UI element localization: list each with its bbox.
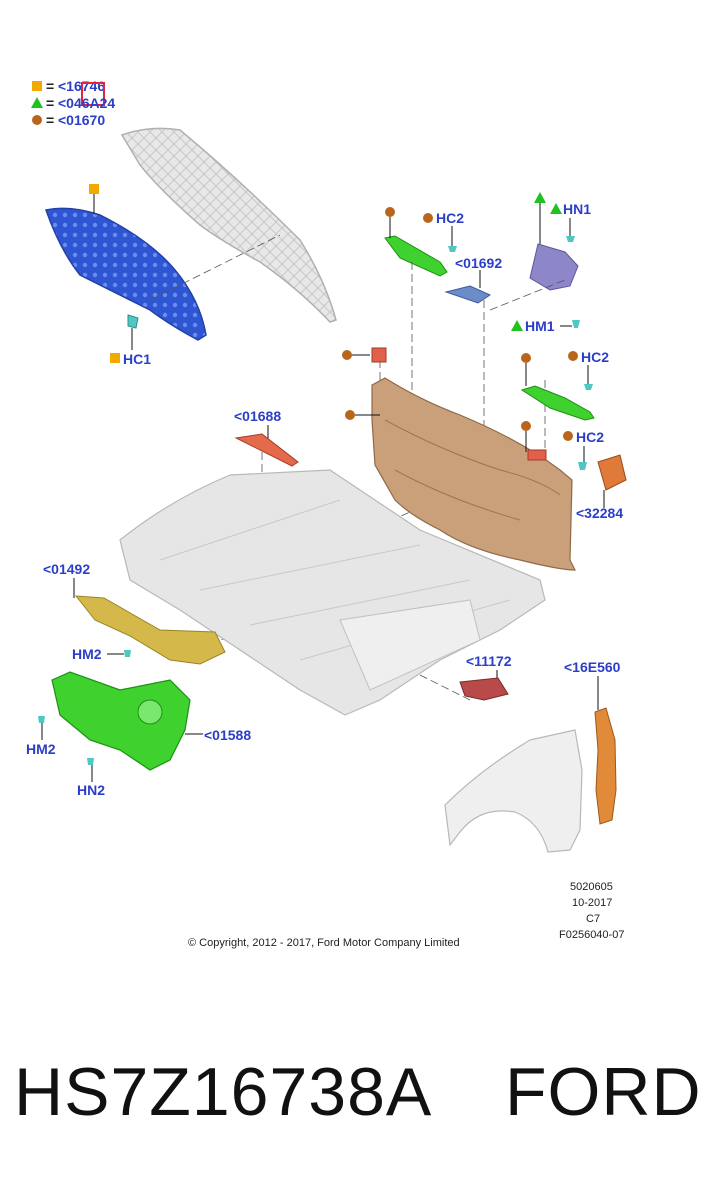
mid-green-bracket-part: HC2 [520,349,609,421]
triangle-marker-icon [31,97,43,108]
hood-insulator-part [45,184,281,341]
hood-part [120,127,337,323]
callout-01492: <01492 [43,561,90,577]
callout-hm2-b: HM2 [26,741,56,757]
callout-hn1: HN1 [563,201,591,217]
callout-hm2-a: HM2 [72,646,102,662]
fender-part [444,729,583,853]
triangle-marker-icon [511,320,523,331]
callout-hc2-mid: HC2 [581,349,609,365]
circle-marker-icon [423,213,433,223]
copyright-text: © Copyright, 2012 - 2017, Ford Motor Com… [188,937,460,949]
square-marker-icon [32,81,42,91]
circle-marker-icon [521,353,531,363]
square-marker-icon [110,353,120,363]
bracket-01692-part: <01692 [444,255,502,304]
meta-line-3: C7 [586,913,600,925]
seal-16e560: <16E560 [564,659,621,825]
upper-bracket-part: HC2 [384,207,464,277]
part-01492: <01492 [43,561,226,665]
callout-01688: <01688 [234,408,281,424]
brand-text: FORD [505,1054,702,1130]
circle-marker-icon [385,207,395,217]
circle-marker-icon [563,431,573,441]
callout-32284: <32284 [576,505,623,521]
circle-marker-icon [521,421,531,431]
callout-hc2-top: HC2 [436,210,464,226]
legend-label-triangle: <046A24 [58,95,115,111]
meta-line-1: 5020605 [570,881,613,893]
callout-hc2-low: HC2 [576,429,604,445]
hc1-callout: HC1 [110,314,151,367]
lower-hc2-callout: HC2 [521,421,604,470]
callout-01692: <01692 [455,255,502,271]
circle-marker-icon [568,351,578,361]
part-11172: <11172 [459,653,512,701]
circle-marker-icon [32,115,42,125]
meta-line-2: 10-2017 [572,897,612,909]
triangle-marker-icon [534,192,546,203]
highlight-box [81,82,105,106]
legend-equals-2: = [46,95,54,111]
meta-line-4: F0256040-07 [559,929,624,941]
legend: = <16746 = <046A24 = <01670 [31,78,115,128]
square-marker-icon [89,184,99,194]
purple-bracket-part: HN1 HM1 [511,192,591,334]
part-number-text: HS7Z16738A [14,1054,433,1130]
part-01588: HM2 <01588 HM2 HN2 [26,646,251,798]
callout-hn2: HN2 [77,782,105,798]
callout-01588: <01588 [204,727,251,743]
legend-equals-3: = [46,112,54,128]
callout-hc1: HC1 [123,351,151,367]
circle-marker-icon [342,350,352,360]
diagram-meta: 5020605 10-2017 C7 F0256040-07 © Copyrig… [188,881,624,949]
callout-hm1: HM1 [525,318,555,334]
circle-marker-icon [345,410,355,420]
triangle-marker-icon [550,203,562,214]
floor-pan-part [119,469,546,716]
callout-16e560: <16E560 [564,659,621,675]
wedge-01688-part: <01688 [234,408,299,467]
legend-equals-1: = [46,78,54,94]
legend-label-circle: <01670 [58,112,105,128]
dash-panel-part [342,347,576,571]
callout-11172: <11172 [466,653,512,669]
block-32284-part: <32284 [576,454,627,521]
